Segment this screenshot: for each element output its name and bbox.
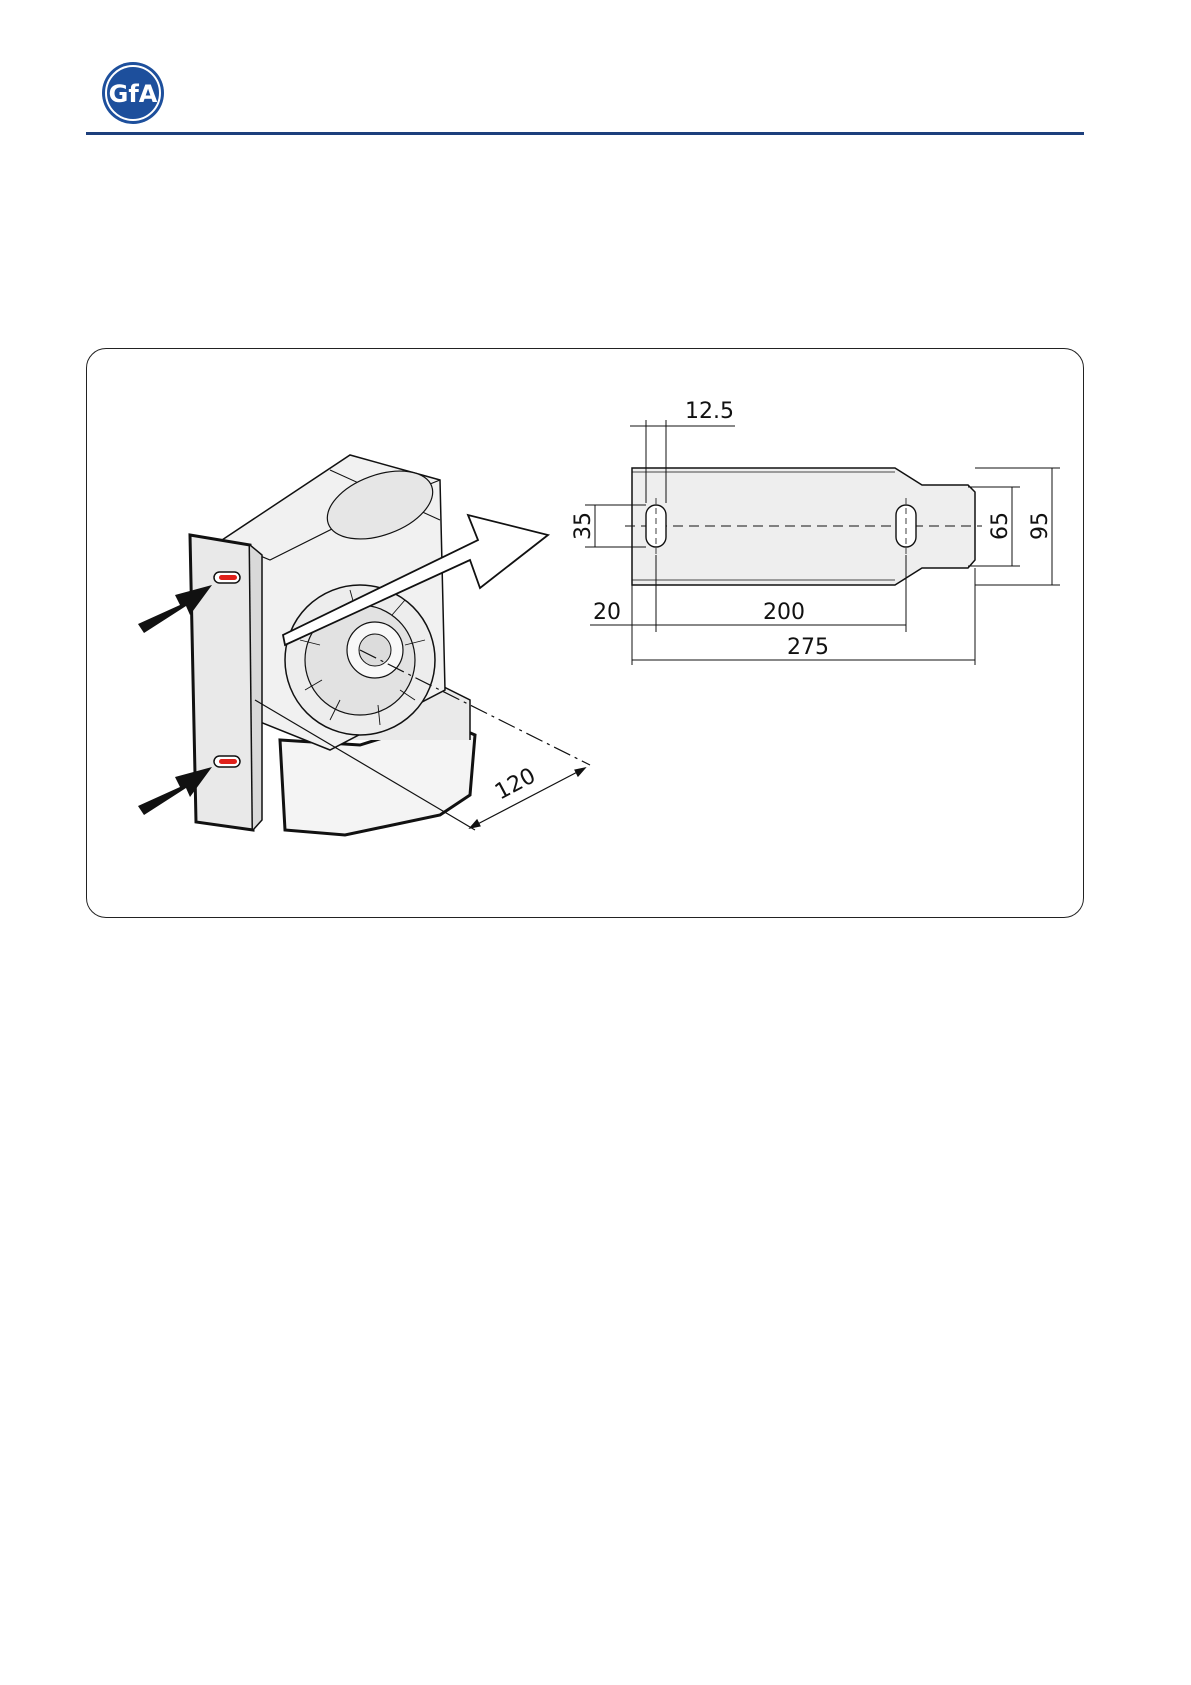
slot-span-label: 35 — [571, 512, 596, 540]
slot-width-label: 12.5 — [685, 399, 734, 424]
slot-spacing-label: 200 — [763, 600, 805, 625]
depth-label: 120 — [491, 764, 540, 806]
bracket-plan — [625, 468, 982, 585]
motor-illustration — [190, 455, 475, 835]
total-height-label: 95 — [1028, 512, 1053, 540]
flange-height-label: 65 — [988, 512, 1013, 540]
total-length-label: 275 — [787, 635, 829, 660]
edge-offset-label: 20 — [593, 600, 621, 625]
